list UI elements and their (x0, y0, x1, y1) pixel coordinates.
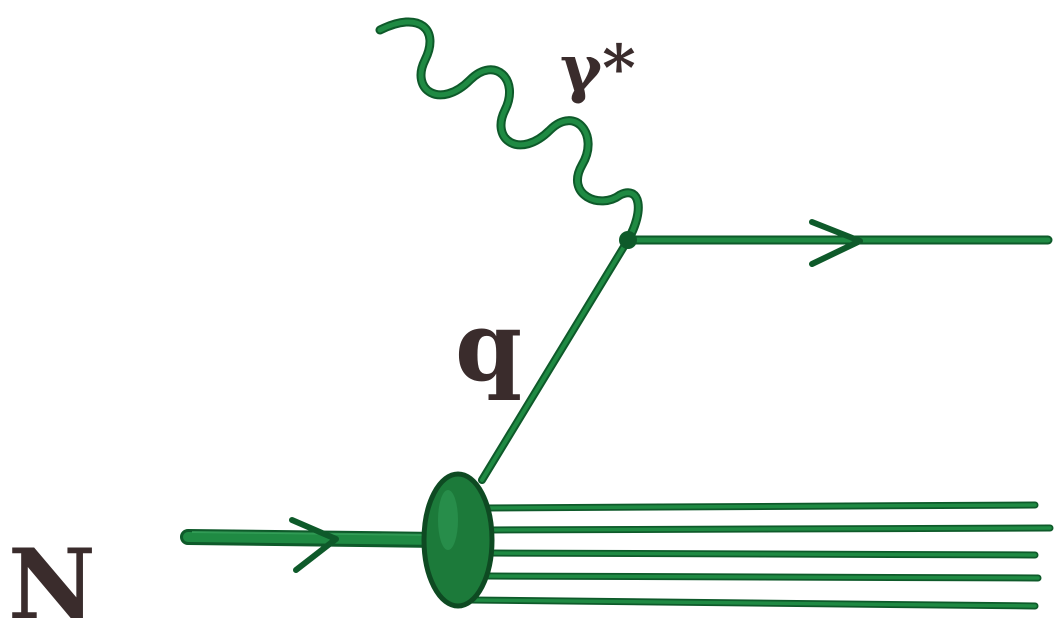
incoming-nucleon-line (188, 532, 440, 540)
quark-label: q (455, 290, 522, 403)
nucleon-blob (424, 474, 492, 606)
photon-label: γ* (560, 31, 636, 106)
nucleon-label: N (8, 528, 96, 633)
interaction-vertex (619, 231, 637, 249)
spectator-lines (470, 505, 1050, 606)
